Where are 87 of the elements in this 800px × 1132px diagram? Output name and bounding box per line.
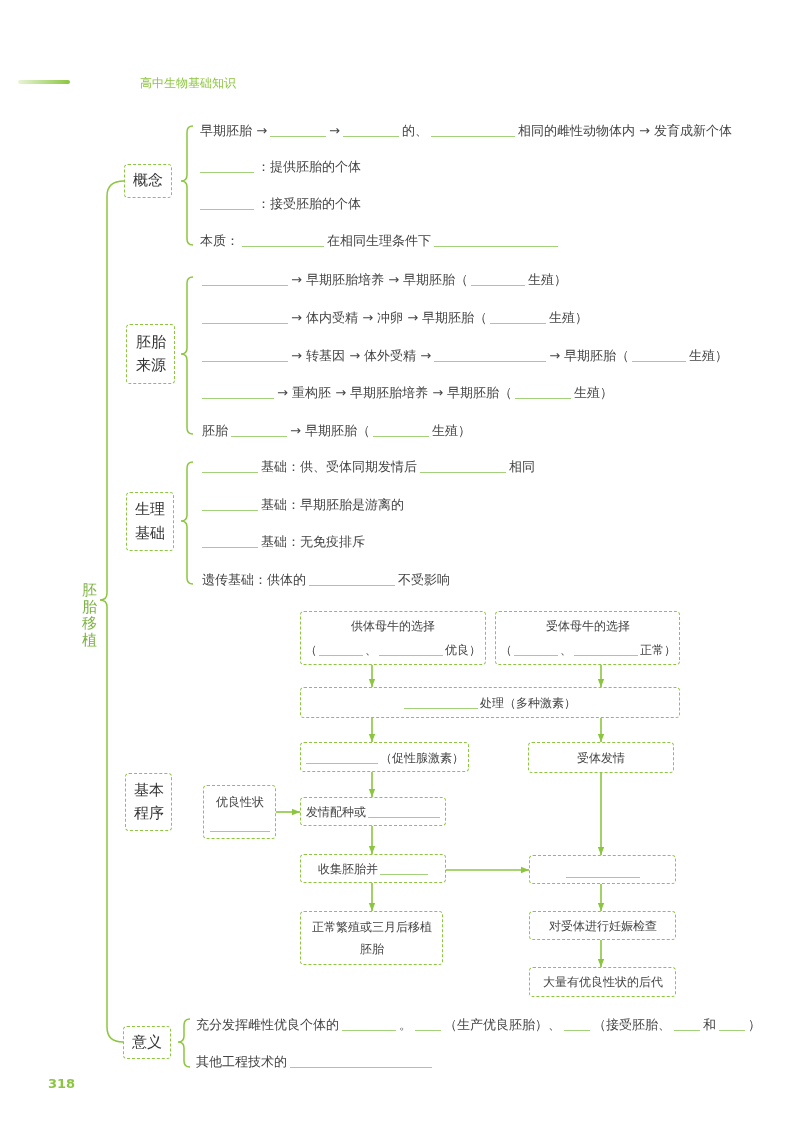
topic-title: 基本程序 (133, 779, 164, 824)
statement-text: 相同的雌性动物体内 → 发育成新个体 (517, 122, 733, 140)
step-text: 大量有优良性状的后代 (542, 974, 663, 990)
process-box (300, 687, 680, 718)
arrow (368, 825, 376, 855)
step-text: 发情配种或 (306, 804, 366, 820)
topic-box (124, 164, 172, 198)
arrow (445, 866, 530, 874)
process-box (300, 742, 469, 772)
statement-text: 。 (399, 1016, 412, 1034)
statement-text: → 早期胚胎培养 → 早期胚胎（ (291, 271, 469, 289)
step-text: 受体母牛的选择 (545, 618, 630, 635)
process-box (203, 785, 276, 839)
statement-text: 相同 (509, 458, 535, 476)
topic-title: 意义 (131, 1031, 163, 1053)
step-text: 受体发情 (577, 749, 625, 766)
arrow (597, 717, 605, 743)
topic-title: 胚胎来源 (135, 331, 166, 376)
statement-text: → 早期胚胎（ (290, 422, 371, 440)
statement-text: 充分发挥雌性优良个体的 (196, 1016, 339, 1034)
topic-box (123, 1026, 171, 1059)
statement-text: 在相同生理条件下 (327, 232, 431, 250)
arrow (597, 939, 605, 968)
process-box (300, 854, 446, 883)
statement-text: 其他工程技术的 (196, 1053, 287, 1071)
statement-text: 生殖） (549, 309, 589, 327)
step-text: 正常） (639, 641, 676, 658)
step-text: （促性腺激素） (379, 749, 464, 766)
step-text: 优良性状 (215, 793, 264, 810)
statement-text: 生殖） (432, 422, 472, 440)
process-box (300, 911, 443, 965)
statement-text: → (329, 122, 340, 140)
arrow (368, 664, 376, 688)
arrow (275, 808, 301, 816)
statement-text: 遗传基础：供体的 (202, 571, 306, 589)
arrow (597, 664, 605, 688)
process-box (300, 611, 486, 665)
step-text: 、 (559, 641, 572, 658)
statement-text: 生殖） (689, 347, 729, 365)
topic-box (125, 773, 172, 831)
arrow (368, 771, 376, 798)
step-text: 优良） (445, 641, 481, 658)
topic-box (126, 492, 174, 551)
arrow (597, 883, 605, 912)
header-text: 高中生物基础知识 (140, 75, 236, 92)
arrow (368, 882, 376, 912)
statement-text: 不受影响 (398, 571, 450, 589)
statement-text: 生殖） (574, 384, 614, 402)
step-text: 供体母牛的选择 (351, 618, 435, 635)
statement-text: 基础：无免疫排斥 (261, 533, 365, 551)
statement-text: 基础：早期胚胎是游离的 (261, 496, 404, 514)
topic-title: 生理基础 (134, 499, 166, 544)
statement-text: → 体内受精 → 冲卵 → 早期胚胎（ (291, 309, 488, 327)
statement-text: 的、 (401, 122, 428, 140)
step-text: （ (499, 641, 512, 658)
statement-text: ：提供胚胎的个体 (257, 158, 361, 176)
topic-title: 概念 (132, 170, 164, 192)
topic-box (126, 324, 175, 384)
process-box (528, 742, 674, 773)
step-text: 对受体进行妊娠检查 (548, 917, 657, 934)
step-text: 、 (365, 641, 377, 658)
statement-text: 基础：供、受体同期发情后 (261, 458, 417, 476)
arrow (368, 717, 376, 743)
statement-text: → 重构胚 → 早期胚胎培养 → 早期胚胎（ (277, 384, 513, 402)
process-box (495, 611, 680, 665)
statement-text: （接受胚胎、 (593, 1016, 671, 1034)
statement-text: （生产优良胚胎）、 (444, 1016, 561, 1034)
statement-text: 生殖） (528, 271, 568, 289)
statement-text: → 转基因 → 体外受精 → (291, 347, 432, 365)
statement-text: 和 (703, 1016, 716, 1034)
page-number: 318 (48, 1076, 76, 1091)
step-text: 处理（多种激素） (480, 695, 576, 711)
statement-text: 早期胚胎 → (200, 122, 268, 140)
statement-text: ） (748, 1016, 761, 1034)
statement-text: → 早期胚胎（ (549, 347, 630, 365)
process-box (529, 967, 676, 997)
step-text: 正常繁殖或三月后移植胚胎 (310, 919, 433, 958)
arrow (597, 772, 605, 856)
statement-text: 胚胎 (202, 422, 228, 440)
step-text: 收集胚胎并 (318, 861, 378, 877)
root-title: 胚胎移植 (82, 582, 97, 648)
step-text: （ (305, 641, 317, 658)
process-box (300, 797, 446, 826)
process-box (529, 911, 676, 940)
process-box (529, 855, 676, 884)
statement-text: ：接受胚胎的个体 (257, 195, 361, 213)
statement-text: 本质： (200, 232, 239, 250)
